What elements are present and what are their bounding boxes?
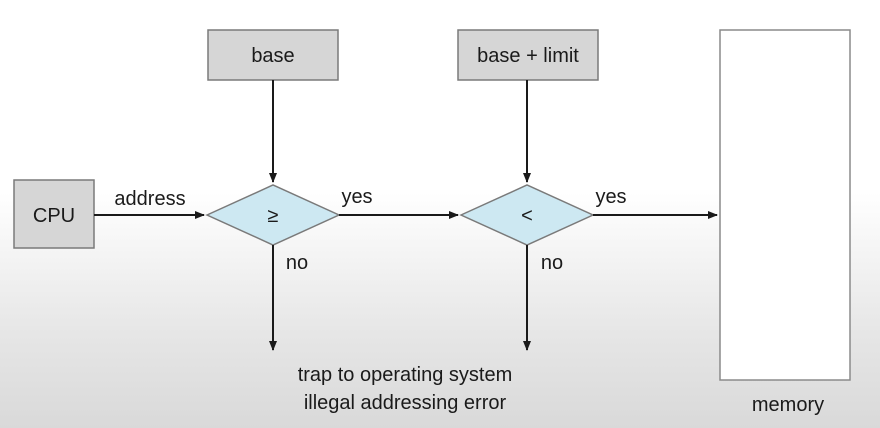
base-limit-label: base + limit	[477, 45, 579, 67]
cpu-label: CPU	[33, 205, 75, 227]
compare-lt-node: <	[459, 184, 595, 246]
compare-ge-label: ≥	[268, 205, 279, 227]
memory-node: memory	[719, 29, 851, 416]
trap-line-2: illegal addressing error	[304, 392, 507, 414]
base-register-node: base	[207, 29, 339, 81]
edge-label-no-first: no	[286, 252, 308, 274]
edge-label-yes-first: yes	[341, 186, 372, 208]
base-label: base	[251, 45, 294, 67]
compare-lt-label: <	[521, 205, 533, 227]
edge-label-yes-second: yes	[595, 186, 626, 208]
edge-label-no-second: no	[541, 252, 563, 274]
cpu-node: CPU	[13, 179, 95, 249]
compare-ge-node: ≥	[205, 184, 341, 246]
edge-label-address: address	[114, 188, 185, 210]
memory-label: memory	[752, 394, 824, 416]
trap-line-1: trap to operating system	[298, 364, 513, 386]
base-limit-node: base + limit	[457, 29, 599, 81]
